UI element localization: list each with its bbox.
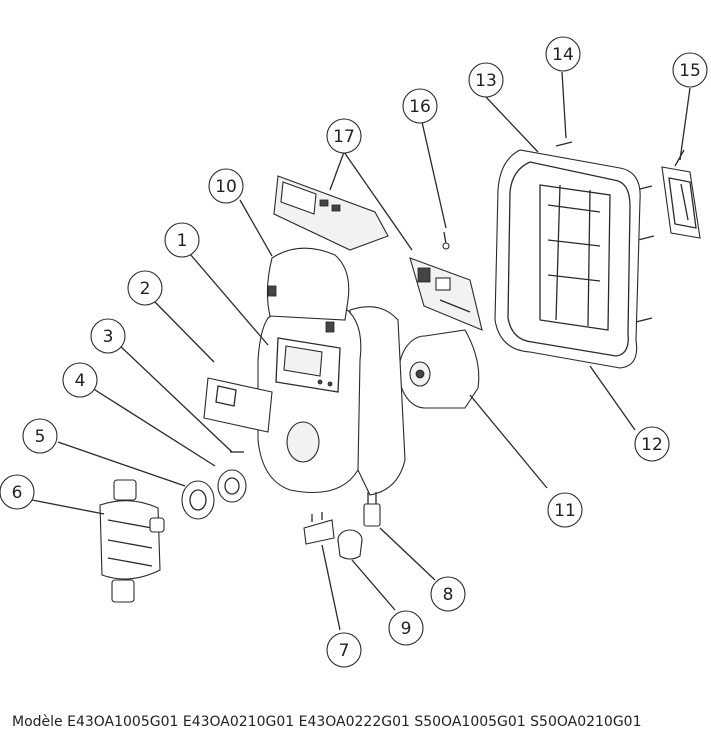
svg-text:8: 8 bbox=[443, 585, 454, 605]
svg-text:14: 14 bbox=[552, 45, 574, 65]
svg-text:4: 4 bbox=[75, 371, 86, 391]
part-10-lid bbox=[266, 247, 350, 333]
svg-text:12: 12 bbox=[641, 435, 663, 455]
callout-6: 6 bbox=[0, 474, 35, 510]
part-17-main-board bbox=[409, 257, 483, 331]
callout-17: 17 bbox=[326, 118, 362, 154]
svg-text:6: 6 bbox=[12, 483, 23, 503]
part-16-screw bbox=[442, 231, 450, 250]
part-1-pump-body bbox=[257, 301, 406, 496]
callout-2: 2 bbox=[127, 270, 163, 306]
exploded-parts-diagram: 1 2 3 4 5 6 7 8 bbox=[0, 36, 708, 668]
callout-7: 7 bbox=[326, 632, 362, 668]
callouts: 1 2 3 4 5 6 7 8 bbox=[0, 36, 708, 668]
callout-9: 9 bbox=[388, 610, 424, 646]
svg-text:9: 9 bbox=[401, 619, 412, 639]
callout-5: 5 bbox=[22, 418, 58, 454]
part-9-cap bbox=[337, 529, 363, 560]
svg-text:11: 11 bbox=[554, 501, 576, 521]
callout-14: 14 bbox=[545, 36, 581, 72]
svg-text:2: 2 bbox=[140, 279, 151, 299]
part-2-label-plate bbox=[203, 377, 273, 433]
svg-text:1: 1 bbox=[177, 231, 188, 251]
part-13-rear-cover bbox=[494, 149, 641, 369]
svg-text:3: 3 bbox=[103, 327, 114, 347]
svg-text:13: 13 bbox=[475, 71, 497, 91]
callout-12: 12 bbox=[634, 426, 670, 462]
svg-text:17: 17 bbox=[333, 127, 355, 147]
svg-text:15: 15 bbox=[679, 61, 701, 81]
callout-15: 15 bbox=[672, 52, 708, 88]
svg-text:10: 10 bbox=[215, 177, 237, 197]
callout-8: 8 bbox=[430, 576, 466, 612]
callout-11: 11 bbox=[547, 492, 583, 528]
svg-text:5: 5 bbox=[35, 427, 46, 447]
part-11-motor bbox=[398, 329, 480, 409]
part-5-diaphragm bbox=[181, 480, 215, 520]
callout-16: 16 bbox=[402, 88, 438, 124]
callout-1: 1 bbox=[164, 222, 200, 258]
part-8-fitting bbox=[363, 492, 381, 527]
callout-3: 3 bbox=[90, 318, 126, 354]
svg-text:7: 7 bbox=[339, 641, 350, 661]
callout-10: 10 bbox=[208, 168, 244, 204]
part-6-pump-head bbox=[99, 479, 165, 603]
model-caption: Modèle E43OA1005G01 E43OA0210G01 E43OA02… bbox=[12, 714, 642, 730]
callout-13: 13 bbox=[468, 62, 504, 98]
svg-text:16: 16 bbox=[409, 97, 431, 117]
part-15-bracket bbox=[661, 149, 701, 239]
leader-lines bbox=[31, 71, 691, 631]
part-4-ring bbox=[217, 469, 247, 503]
callout-4: 4 bbox=[62, 362, 98, 398]
part-7-connector bbox=[303, 512, 335, 545]
part-17-display-board bbox=[273, 175, 389, 251]
